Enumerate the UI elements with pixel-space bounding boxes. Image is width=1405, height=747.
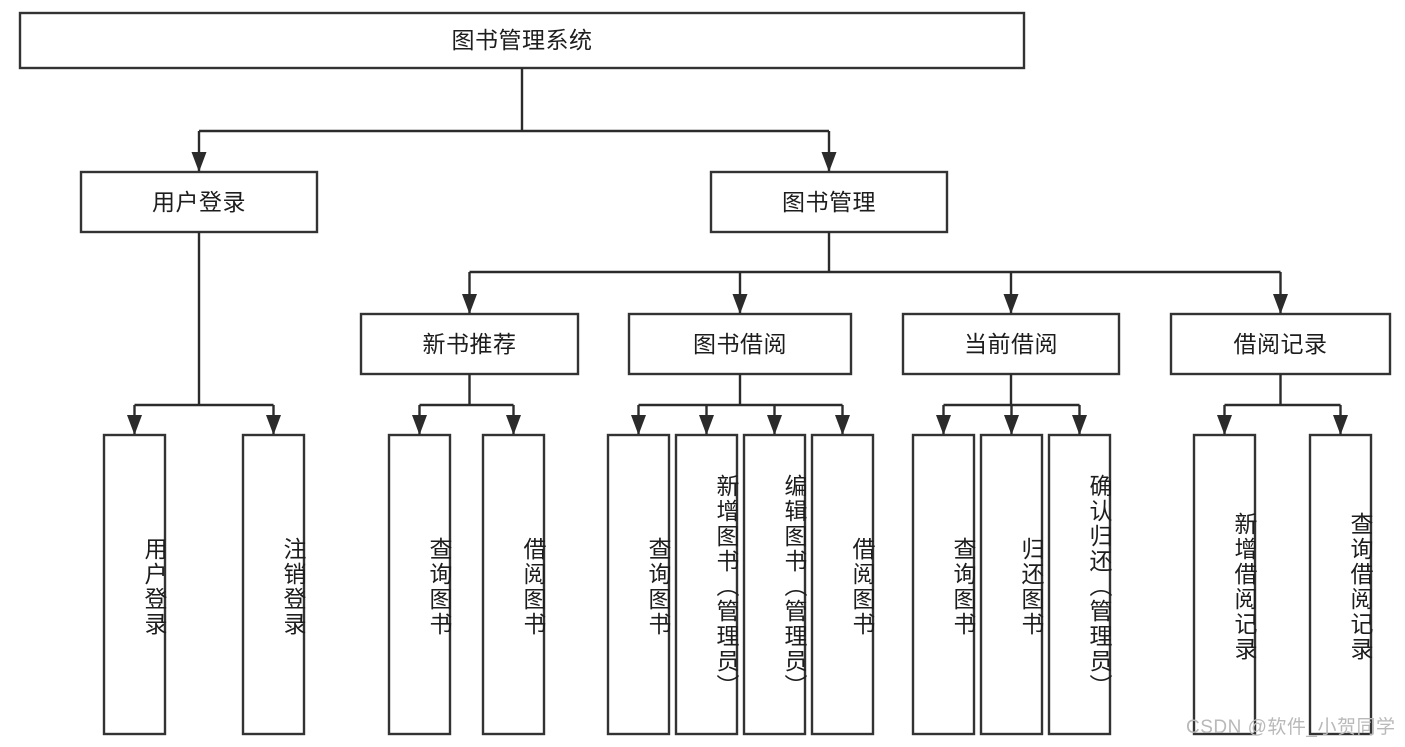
node-box-leaf-user-logout[interactable] (241, 433, 306, 736)
connector-edges-layer (127, 68, 1348, 435)
node-box-leaf-user-login[interactable] (102, 433, 167, 736)
node-box-root[interactable] (18, 11, 1026, 70)
arrow-head-icon-leaf-borrow-book-1 (506, 415, 521, 435)
node-box-book-borrow[interactable] (627, 312, 853, 376)
arrow-head-icon-leaf-query-book-1 (412, 415, 427, 435)
node-box-leaf-borrow-book-2[interactable] (810, 433, 875, 736)
arrow-head-icon-leaf-add-record (1217, 415, 1232, 435)
node-box-leaf-query-record[interactable] (1308, 433, 1373, 736)
arrow-head-icon-leaf-user-login (127, 415, 142, 435)
node-box-new-book-recommend[interactable] (359, 312, 580, 376)
arrow-head-icon-leaf-edit-book (767, 415, 782, 435)
watermark-text: CSDN @软件_小贺同学 (1186, 717, 1396, 738)
arrow-head-icon-book-manage (821, 152, 837, 172)
node-box-leaf-add-record[interactable] (1192, 433, 1257, 736)
node-boxes-layer (18, 11, 1392, 736)
node-box-leaf-query-book-1[interactable] (387, 433, 452, 736)
arrow-head-icon-leaf-query-record (1333, 415, 1348, 435)
arrow-head-icon-leaf-confirm-return (1072, 415, 1087, 435)
arrow-head-icon-leaf-user-logout (266, 415, 281, 435)
arrow-head-icon-user-login (191, 152, 207, 172)
arrow-head-icon-leaf-query-book-2 (631, 415, 646, 435)
arrow-head-icon-leaf-borrow-book-2 (835, 415, 850, 435)
node-box-leaf-borrow-book-1[interactable] (481, 433, 546, 736)
node-box-book-manage[interactable] (709, 170, 949, 234)
node-box-current-borrow[interactable] (901, 312, 1121, 376)
node-box-leaf-confirm-return[interactable] (1047, 433, 1112, 736)
arrow-head-icon-leaf-return-book (1004, 415, 1019, 435)
arrow-head-icon-leaf-query-book-3 (936, 415, 951, 435)
node-box-user-login[interactable] (79, 170, 319, 234)
arrow-head-icon-leaf-add-book (699, 415, 714, 435)
node-box-leaf-return-book[interactable] (979, 433, 1044, 736)
arrow-head-icon-borrow-record (1273, 294, 1288, 314)
node-box-leaf-query-book-2[interactable] (606, 433, 671, 736)
node-box-leaf-query-book-3[interactable] (911, 433, 976, 736)
arrow-head-icon-book-borrow (732, 294, 748, 314)
arrow-head-icon-current-borrow (1003, 294, 1019, 314)
node-box-borrow-record[interactable] (1169, 312, 1392, 376)
arrow-head-icon-new-book-recommend (462, 294, 477, 314)
node-box-leaf-add-book[interactable] (674, 433, 739, 736)
node-box-leaf-edit-book[interactable] (742, 433, 807, 736)
